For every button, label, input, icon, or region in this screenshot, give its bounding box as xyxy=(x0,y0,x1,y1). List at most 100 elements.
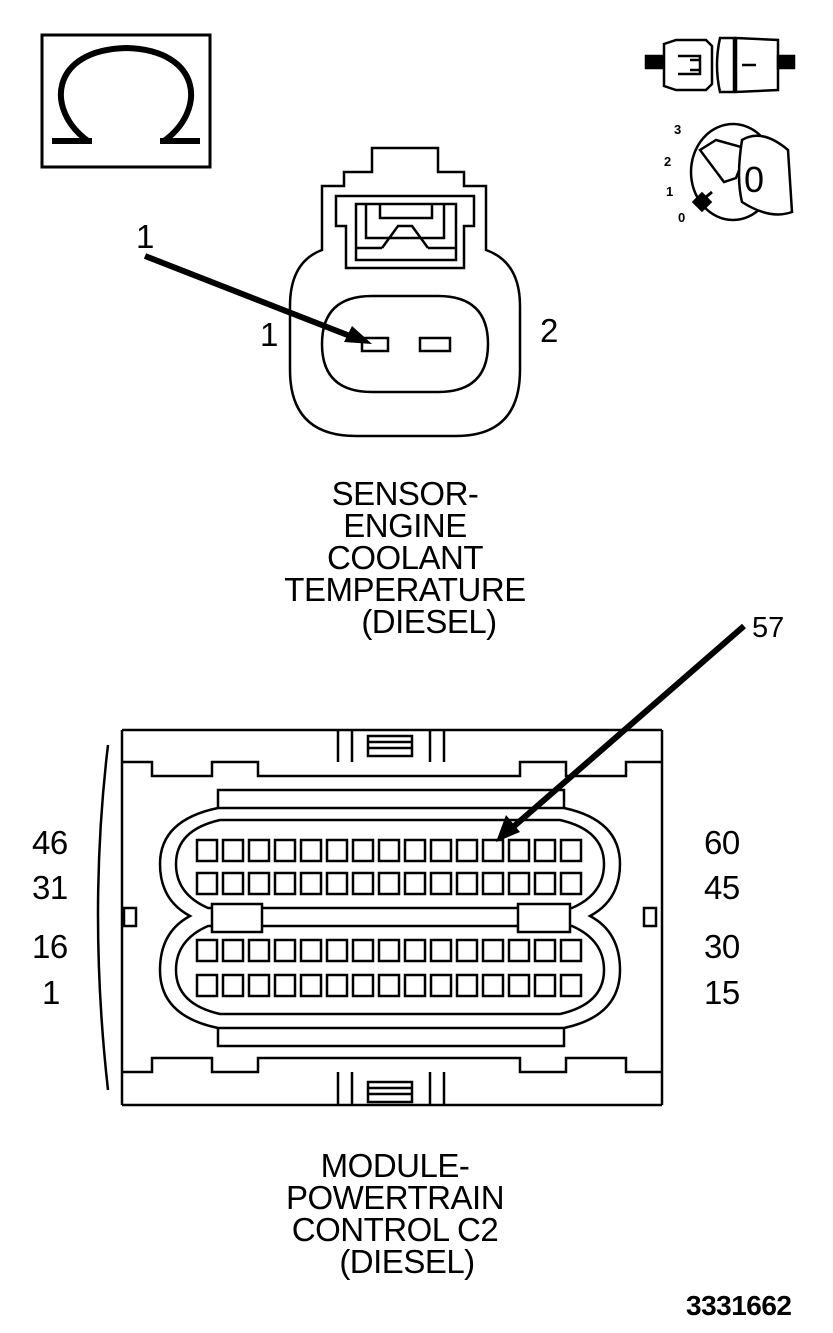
pcm-pin-cavity xyxy=(195,938,219,963)
pcm-pin-cavity xyxy=(325,871,349,896)
callout-arrow-1 xyxy=(143,253,372,344)
pcm-pin-cavity xyxy=(247,973,271,998)
pcm-caption-line-3: CONTROL C2 xyxy=(291,1211,499,1248)
pcm-pin-cavity xyxy=(247,938,271,963)
pcm-pin-cavity xyxy=(325,938,349,963)
pcm-pin-cavity xyxy=(299,871,323,896)
pcm-caption: MODULE- POWERTRAIN CONTROL C2 (DIESEL) xyxy=(240,1147,550,1280)
pcm-caption-line-4: (DIESEL) xyxy=(339,1243,475,1280)
pcm-pin-grid xyxy=(195,838,583,998)
ignition-position-3: 3 xyxy=(674,122,682,137)
pcm-pin-cavity xyxy=(455,938,479,963)
ignition-key-label: 0 xyxy=(744,159,765,200)
pcm-pin-cavity xyxy=(429,871,453,896)
pcm-label-16: 16 xyxy=(32,928,68,965)
pcm-label-31: 31 xyxy=(32,869,68,906)
sensor-caption-line-1: SENSOR- xyxy=(331,475,479,512)
pcm-label-45: 45 xyxy=(704,869,740,906)
ignition-position-2: 2 xyxy=(664,154,672,169)
callout-arrow-57 xyxy=(496,623,746,842)
pcm-pin-cavity xyxy=(507,871,531,896)
pcm-pin-cavity xyxy=(273,938,297,963)
pcm-pin-cavity xyxy=(351,871,375,896)
pcm-pin-cavity xyxy=(533,871,557,896)
pcm-pin-cavity xyxy=(455,871,479,896)
pcm-pin-cavity xyxy=(559,871,583,896)
sensor-caption-line-3: COOLANT xyxy=(326,539,484,576)
figure-id: 3331662 xyxy=(686,1290,792,1321)
pcm-label-30: 30 xyxy=(704,928,740,965)
pcm-pin-cavity xyxy=(559,838,583,863)
pcm-pin-cavity xyxy=(325,973,349,998)
pcm-pin-cavity xyxy=(481,871,505,896)
pcm-pin-cavity xyxy=(221,838,245,863)
sensor-caption-line-4: TEMPERATURE xyxy=(284,571,526,608)
pcm-pin-cavity xyxy=(403,938,427,963)
pcm-pin-cavity xyxy=(403,973,427,998)
pcm-caption-line-1: MODULE- xyxy=(320,1147,470,1184)
disconnected-connector-icon xyxy=(644,36,796,94)
sensor-connector xyxy=(288,146,522,438)
pcm-pin-cavity xyxy=(507,938,531,963)
pcm-caption-line-2: POWERTRAIN xyxy=(285,1179,505,1216)
pcm-pin-cavity xyxy=(221,938,245,963)
pcm-pin-cavity xyxy=(247,871,271,896)
pcm-pin-cavity xyxy=(533,938,557,963)
pcm-label-60: 60 xyxy=(704,824,740,861)
pcm-pin-cavity xyxy=(351,973,375,998)
pcm-pin-cavity xyxy=(429,938,453,963)
ignition-position-0: 0 xyxy=(678,210,686,225)
pcm-pin-cavity xyxy=(299,938,323,963)
pcm-pin-cavity xyxy=(559,938,583,963)
pcm-pin-cavity xyxy=(533,973,557,998)
pcm-pin-cavity xyxy=(377,973,401,998)
pcm-label-1: 1 xyxy=(42,974,60,1011)
callout-label-57: 57 xyxy=(752,612,785,644)
pcm-pin-cavity xyxy=(507,838,531,863)
sensor-caption: SENSOR- ENGINE COOLANT TEMPERATURE (DIES… xyxy=(250,475,560,640)
pcm-label-15: 15 xyxy=(704,974,740,1011)
pcm-pin-cavity xyxy=(247,838,271,863)
pcm-pin-cavity xyxy=(221,973,245,998)
pcm-pin-cavity xyxy=(299,838,323,863)
sensor-pin-label-2: 2 xyxy=(540,312,558,349)
pcm-pin-cavity xyxy=(273,871,297,896)
ohmmeter-icon xyxy=(40,33,212,169)
sensor-caption-line-2: ENGINE xyxy=(343,507,467,544)
pcm-pin-cavity xyxy=(377,838,401,863)
pcm-pin-cavity xyxy=(429,973,453,998)
pcm-pin-cavity xyxy=(377,938,401,963)
pcm-pin-cavity xyxy=(403,838,427,863)
pcm-pin-cavity xyxy=(455,973,479,998)
pcm-pin-cavity xyxy=(559,973,583,998)
pcm-connector xyxy=(96,728,664,1107)
pcm-label-46: 46 xyxy=(32,824,68,861)
pcm-pin-cavity xyxy=(481,973,505,998)
pcm-pin-cavity xyxy=(429,838,453,863)
ignition-key-icon xyxy=(689,122,794,222)
pcm-pin-cavity xyxy=(221,871,245,896)
pcm-pin-cavity xyxy=(351,938,375,963)
pcm-pin-cavity xyxy=(351,838,375,863)
pcm-pin-cavity xyxy=(481,838,505,863)
pcm-pin-cavity xyxy=(377,871,401,896)
sensor-caption-line-5: (DIESEL) xyxy=(361,603,497,640)
ignition-position-1: 1 xyxy=(666,184,674,199)
sensor-pin-1 xyxy=(360,336,390,353)
pcm-pin-cavity xyxy=(507,973,531,998)
pcm-pin-cavity xyxy=(481,938,505,963)
callout-label-1: 1 xyxy=(136,218,154,255)
sensor-pin-label-1: 1 xyxy=(260,316,278,353)
pcm-pin-cavity xyxy=(195,838,219,863)
pcm-pin-cavity xyxy=(455,838,479,863)
pcm-pin-cavity xyxy=(273,838,297,863)
sensor-pin-2 xyxy=(418,336,452,353)
pcm-pin-cavity xyxy=(403,871,427,896)
pcm-pin-cavity xyxy=(195,973,219,998)
pcm-pin-cavity xyxy=(195,871,219,896)
pcm-pin-cavity xyxy=(299,973,323,998)
pcm-pin-cavity xyxy=(325,838,349,863)
pcm-pin-cavity xyxy=(533,838,557,863)
pcm-pin-cavity xyxy=(273,973,297,998)
